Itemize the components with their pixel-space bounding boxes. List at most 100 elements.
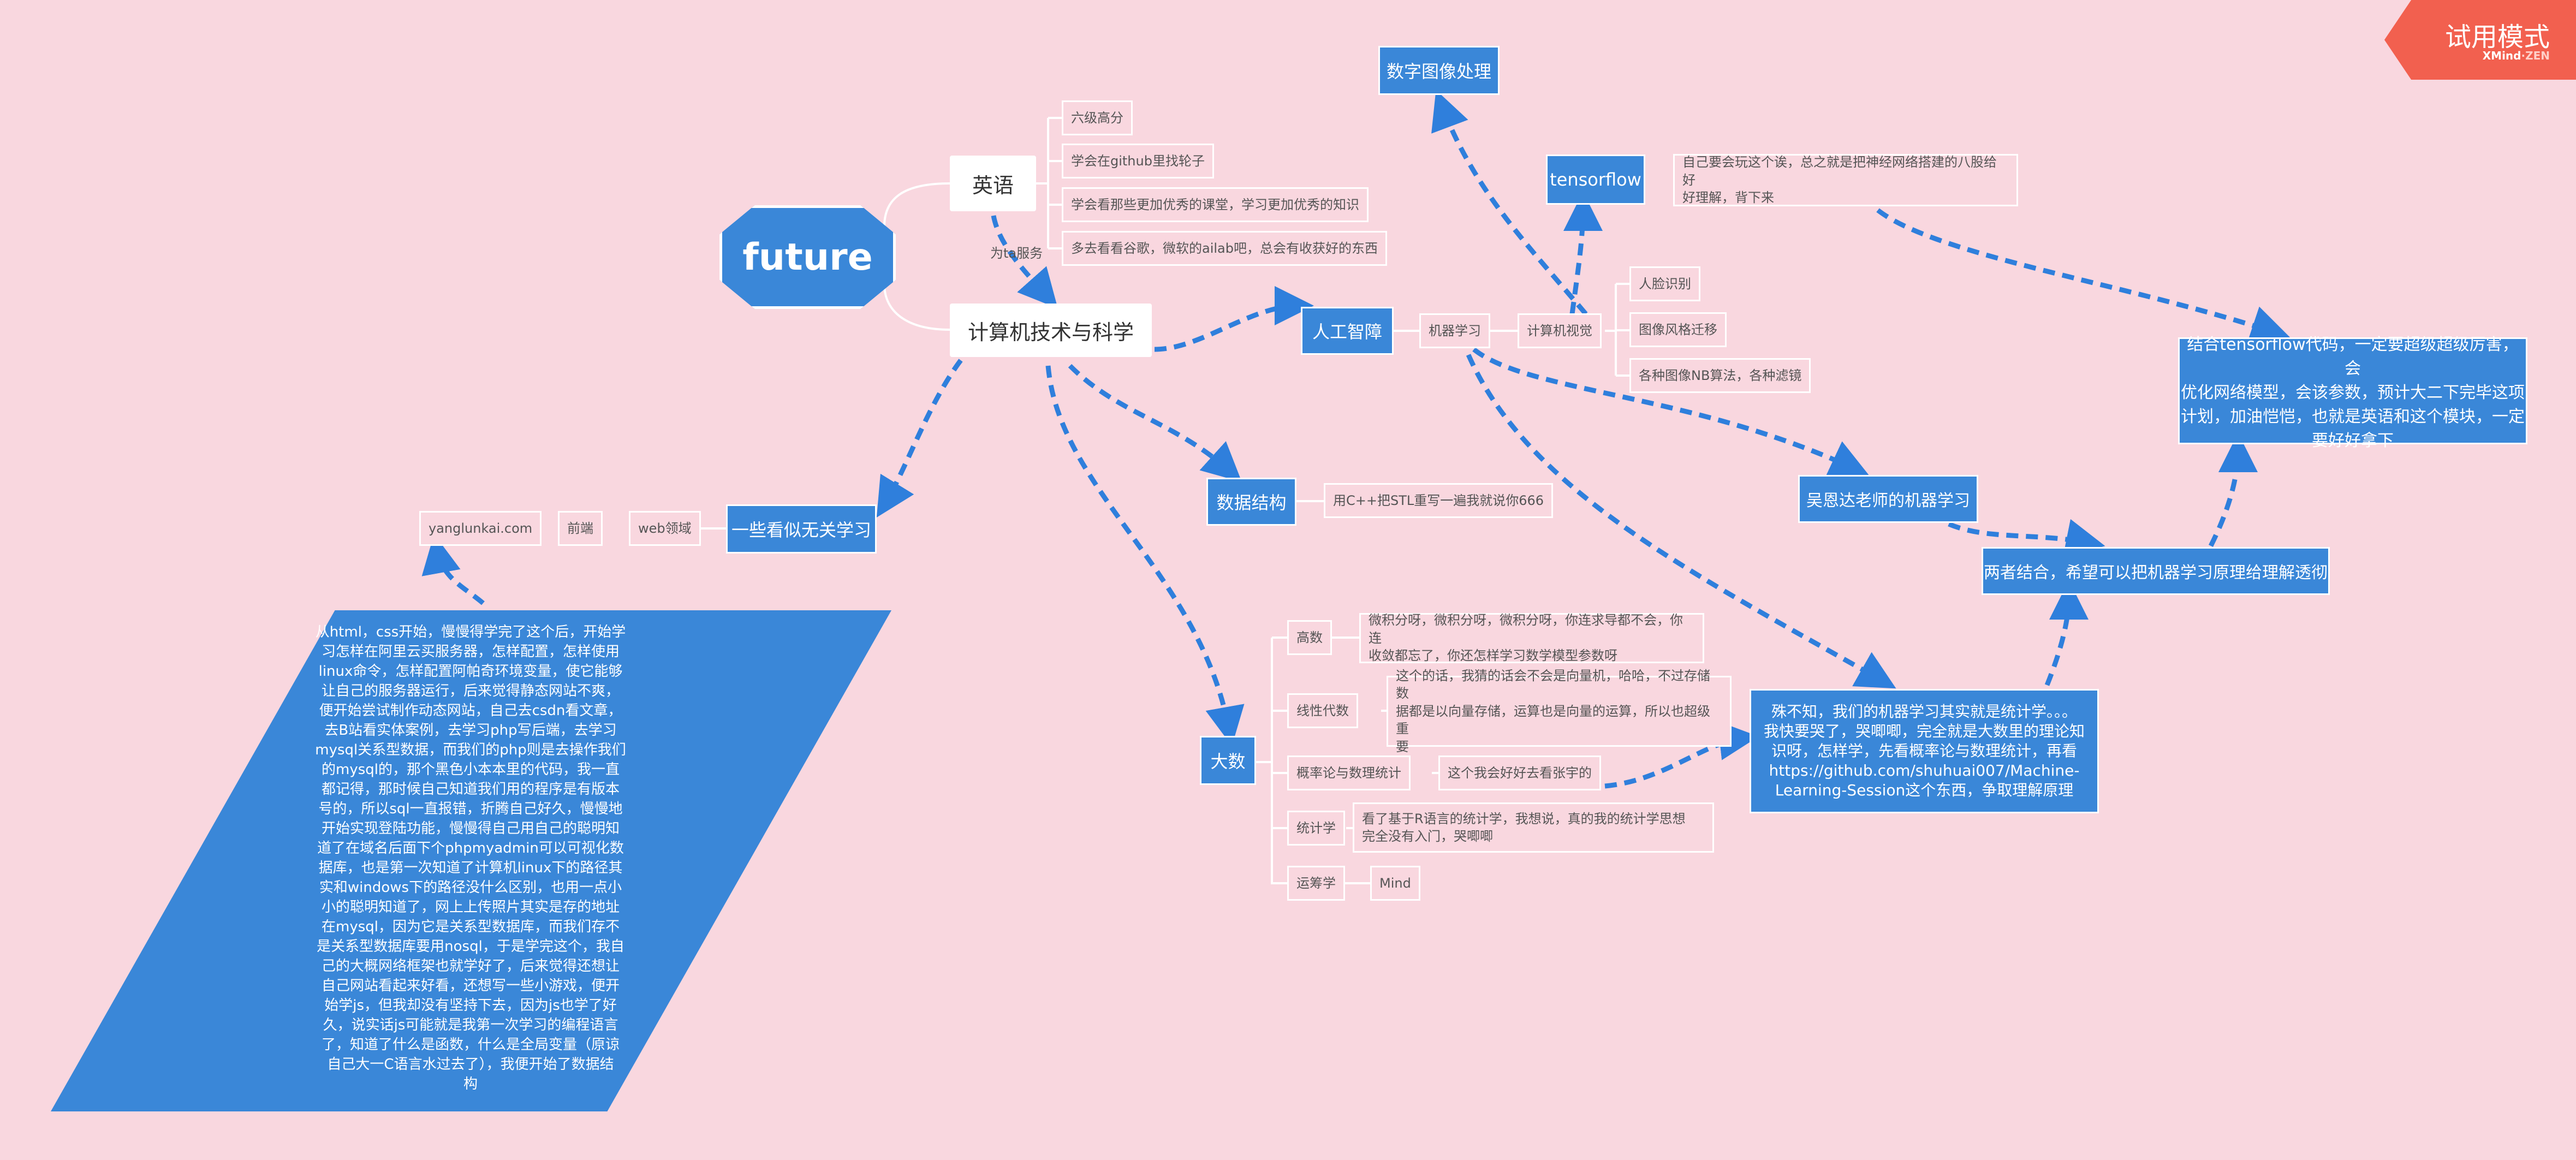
root-node[interactable]: future bbox=[719, 205, 896, 309]
english-item-2[interactable]: 学会在github里找轮子 bbox=[1062, 144, 1214, 179]
arrow-ml-stats bbox=[1466, 354, 1896, 689]
english-item-1[interactable]: 六级高分 bbox=[1062, 100, 1133, 135]
ai-node[interactable]: 人工智障 bbox=[1301, 307, 1394, 355]
ds-node[interactable]: 数据结构 bbox=[1206, 478, 1296, 526]
story-line: 去B站看实体案例，去学习php写后端，去学习 bbox=[324, 722, 617, 739]
cv-item-face[interactable]: 人脸识别 bbox=[1629, 266, 1700, 301]
stats-box-line-3: 识呀，怎样学，先看概率论与数理统计，再看 bbox=[1771, 742, 2077, 760]
english-link-label: 为ta服务 bbox=[990, 246, 1043, 261]
story-line: 小的聪明知道了，网上上传照片其实是存的地址 bbox=[321, 899, 620, 915]
cv-node[interactable]: 计算机视觉 bbox=[1518, 313, 1602, 348]
link-math-items bbox=[1254, 636, 1287, 884]
goal-line-4: 要好好拿下 bbox=[2312, 431, 2394, 450]
math-note-calculus: 微积分呀，微积分呀，微积分呀，你连求导都不会，你连 收敛都忘了，你还怎样学习数学… bbox=[1359, 612, 1704, 664]
story-line: 是关系型数据库要用nosql，于是学完这个，我自 bbox=[317, 938, 624, 955]
math-item-calculus[interactable]: 高数 bbox=[1287, 620, 1332, 655]
web-field-node[interactable]: web领域 bbox=[629, 511, 701, 546]
goal-node[interactable]: 结合tensorflow代码，一定要超级超级厉害，会 优化网络模型，会该参数，预… bbox=[2178, 335, 2527, 450]
cs-node[interactable]: 计算机技术与科学 bbox=[950, 304, 1152, 357]
goal-line-3: 计划，加油恺恺，也就是英语和这个模块，一定 bbox=[2181, 407, 2525, 426]
root-label: future bbox=[742, 235, 873, 279]
arrow-story-site bbox=[421, 534, 485, 605]
goal-line-1: 结合tensorflow代码，一定要超级超级厉害，会 bbox=[2187, 335, 2519, 378]
arrow-andrew-combine bbox=[1948, 519, 2105, 558]
english-item-4[interactable]: 多去看看谷歌，微软的ailab吧，总会有收获好的东西 bbox=[1062, 231, 1387, 266]
cv-item-style[interactable]: 图像风格迁移 bbox=[1629, 312, 1727, 347]
site-node[interactable]: yanglunkai.com bbox=[419, 511, 542, 546]
goal-line-2: 优化网络模型，会该参数，预计大二下完毕这项 bbox=[2181, 383, 2525, 402]
story-line: 便开始尝试制作动态网站，自己去csdn看文章， bbox=[319, 703, 622, 719]
story-line: 开始实现登陆功能，慢慢得自己用自己的聪明知 bbox=[321, 820, 620, 837]
trial-mode-badge[interactable]: 试用模式 XMind·ZEN bbox=[2384, 0, 2576, 80]
arrow-combine-goal bbox=[2208, 433, 2258, 548]
math-item-probability[interactable]: 概率论与数理统计 bbox=[1287, 756, 1411, 790]
arrow-stats-combine bbox=[2044, 580, 2089, 686]
image-processing-node[interactable]: 数字图像处理 bbox=[1378, 46, 1500, 95]
story-line: 自己网站看起来好看，还想写一些小游戏，便开 bbox=[321, 978, 620, 994]
unrelated-learning-node[interactable]: 一些看似无关学习 bbox=[726, 504, 877, 554]
arrow-cs-web bbox=[876, 359, 963, 518]
stats-box-line-4: https://github.com/shuhuai007/Machine- bbox=[1769, 762, 2080, 780]
link-cv-items bbox=[1605, 283, 1629, 377]
arrow-cs-math bbox=[1045, 365, 1245, 746]
calculus-note-line-2: 收敛都忘了，你还怎样学习数学模型参数呀 bbox=[1369, 648, 1617, 664]
linear-note-line-3: 要 bbox=[1396, 739, 1409, 754]
statistics-note-line-1: 看了基于R语言的统计学，我想说，真的我的统计学思想 bbox=[1362, 811, 1686, 826]
stats-box-line-1: 殊不知，我们的机器学习其实就是统计学。。。 bbox=[1771, 703, 2077, 721]
math-item-statistics[interactable]: 统计学 bbox=[1287, 811, 1345, 846]
tensorflow-note-line-1: 自己要会玩这个诶，总之就是把神经网络搭建的八股给好 bbox=[1682, 154, 1997, 188]
arrow-cv-image bbox=[1431, 90, 1588, 316]
story-line: 始学js，但我却没有坚持下去，因为js也学了好 bbox=[324, 997, 617, 1014]
link-english-items bbox=[1036, 117, 1062, 249]
xmind-brand-edition: ZEN bbox=[2525, 49, 2550, 62]
math-item-operations-research[interactable]: 运筹学 bbox=[1287, 866, 1345, 901]
xmind-brand-name: XMind bbox=[2482, 49, 2521, 62]
tensorflow-note-line-2: 好理解，背下来 bbox=[1682, 190, 1774, 206]
story-line: 实和windows下的路径没什么区别，也用一点小 bbox=[319, 879, 622, 896]
cv-item-filters[interactable]: 各种图像NB算法，各种滤镜 bbox=[1629, 358, 1811, 393]
story-line: mysql关系型数据，而我们的php则是去操作我们 bbox=[315, 742, 626, 758]
math-item-linear-algebra[interactable]: 线性代数 bbox=[1287, 693, 1358, 728]
statistics-insight-node[interactable]: 殊不知，我们的机器学习其实就是统计学。。。 我快要哭了，哭唧唧，完全就是大数里的… bbox=[1750, 689, 2099, 813]
andrew-ng-node[interactable]: 吴恩达老师的机器学习 bbox=[1798, 475, 1978, 523]
story-line: 的mysql的，那个黑色小本本里的代码，我一直 bbox=[322, 762, 620, 778]
arrow-ml-andrew bbox=[1472, 347, 1870, 477]
tensorflow-note: 自己要会玩这个诶，总之就是把神经网络搭建的八股给好 好理解，背下来 bbox=[1673, 154, 2018, 206]
trial-mode-title: 试用模式 bbox=[2444, 22, 2550, 52]
story-line: 号的，所以sql一直报错，折腾自己好久，慢慢地 bbox=[318, 801, 623, 817]
statistics-note-line-2: 完全没有入门，哭唧唧 bbox=[1362, 829, 1493, 844]
arrow-english-cs bbox=[991, 215, 1058, 309]
link-math-notes bbox=[1332, 636, 1438, 884]
story-line: 在mysql，因为它是关系型数据库，而我们存不 bbox=[322, 919, 620, 935]
story-line: 道了在域名后面下个phpmyadmin可以可视化数 bbox=[317, 840, 624, 856]
story-line: 了，知道了什么是函数，什么是全局变量（原谅 bbox=[321, 1037, 620, 1053]
story-line: 从html，css开始，慢慢得学完了这个后，开始学 bbox=[315, 624, 626, 640]
xmind-brand: XMind·ZEN bbox=[2482, 49, 2550, 62]
link-root-english bbox=[883, 182, 950, 227]
linear-note-line-2: 据都是以向量存储，运算也是向量的运算，所以也超级重 bbox=[1396, 703, 1710, 737]
ds-note[interactable]: 用C++把STL重写一遍我就说你666 bbox=[1324, 483, 1554, 518]
math-note-probability: 这个我会好好去看张宇的 bbox=[1438, 756, 1601, 790]
combine-node[interactable]: 两者结合，希望可以把机器学习原理给理解透彻 bbox=[1982, 547, 2330, 595]
english-item-3[interactable]: 学会看那些更加优秀的课堂，学习更加优秀的知识 bbox=[1062, 187, 1369, 222]
stats-box-line-2: 我快要哭了，哭唧唧，完全就是大数里的理论知 bbox=[1763, 722, 2085, 740]
story-line: 久，说实话js可能就是我第一次学习的编程语言 bbox=[323, 1017, 618, 1033]
math-node[interactable]: 大数 bbox=[1200, 736, 1256, 785]
arrow-prob-stats bbox=[1604, 721, 1759, 789]
linear-note-line-1: 这个的话，我猜的话会不会是向量机，哈哈，不过存储数 bbox=[1396, 668, 1710, 701]
arrow-tf-goal bbox=[1876, 208, 2291, 344]
tensorflow-node[interactable]: tensorflow bbox=[1546, 154, 1645, 205]
story-line: 构 bbox=[463, 1076, 478, 1092]
calculus-note-line-1: 微积分呀，微积分呀，微积分呀，你连求导都不会，你连 bbox=[1369, 612, 1683, 646]
ml-node[interactable]: 机器学习 bbox=[1419, 313, 1490, 348]
math-note-operations-research: Mind bbox=[1370, 866, 1420, 901]
frontend-node[interactable]: 前端 bbox=[558, 511, 603, 546]
story-line: linux命令，怎样配置阿帕奇环境变量，使它能够 bbox=[318, 663, 623, 680]
story-line: 都记得，那时候自己知道我们用的程序是有版本 bbox=[321, 781, 620, 798]
math-note-statistics: 看了基于R语言的统计学，我想说，真的我的统计学思想 完全没有入门，哭唧唧 bbox=[1353, 802, 1714, 853]
english-node[interactable]: 英语 bbox=[950, 156, 1036, 211]
story-line: 习怎样在阿里云买服务器，怎样配置，怎样使用 bbox=[321, 644, 620, 660]
learning-story-text: 从html，css开始，慢慢得学完了这个后，开始学 习怎样在阿里云买服务器，怎样… bbox=[301, 622, 640, 1094]
stats-box-line-5: Learning-Session这个东西，争取理解原理 bbox=[1775, 781, 2074, 799]
math-note-linear-algebra: 这个的话，我猜的话会不会是向量机，哈哈，不过存储数 据都是以向量存储，运算也是向… bbox=[1387, 668, 1732, 754]
